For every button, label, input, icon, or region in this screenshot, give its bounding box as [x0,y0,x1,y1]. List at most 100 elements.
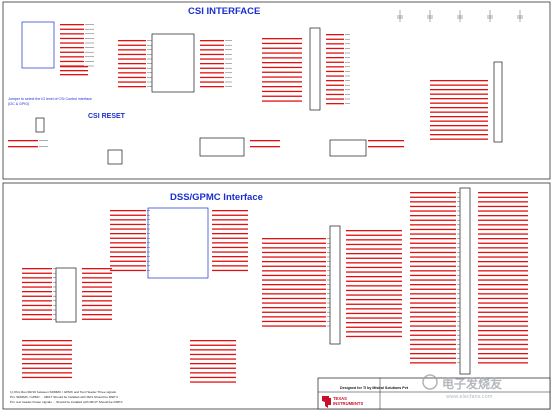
title-block-frame [317,377,551,410]
net-label [262,242,326,244]
net-label [262,247,326,249]
title-block: Designed for TI by Mistral Solutions Pvt… [317,377,551,410]
dss-lcd-connector [329,225,341,345]
net-label [430,93,488,95]
ti-logo-icon [322,396,331,408]
net-label [82,277,112,279]
net-label [22,353,72,356]
net-label [410,270,456,272]
net-label [430,89,488,91]
net-label [410,219,456,221]
net-label [478,353,528,355]
footnote-line1: 1) Ohm Res 0R/1K between SDMMC / GPMC an… [10,390,116,394]
net-label [60,56,84,58]
net-label [262,86,302,88]
net-label [212,228,248,230]
net-label [212,237,248,239]
net-label [326,43,344,45]
csi-regulator-1 [199,137,245,157]
net-label [326,61,344,63]
net-label [346,322,402,324]
net-label [410,215,456,217]
net-label [190,344,236,346]
net-label [410,205,456,208]
net-label [82,272,112,274]
csi-reset-ic [107,149,123,165]
net-label [212,256,248,258]
net-label [410,261,456,263]
net-label [200,76,224,79]
net-label [22,344,72,346]
net-label-group [8,24,528,383]
net-label [82,286,112,288]
net-label [410,330,456,332]
net-label [410,201,456,203]
net-label [478,297,528,300]
net-label [82,291,112,293]
net-label [22,304,52,307]
net-label [326,34,344,36]
net-label [346,299,402,301]
net-label [478,247,528,249]
net-label [110,265,146,267]
net-label [478,279,528,281]
net-label [262,270,326,272]
net-label [200,58,224,60]
net-label [478,274,528,277]
net-label [346,317,402,319]
watermark-url: www.elecfans.com [446,394,493,400]
net-label [410,247,456,249]
jumper-note-line1: Jumper to select the IO level of CSI Con… [8,97,92,101]
net-label [410,251,456,254]
net-label [430,116,488,118]
net-label [22,286,52,288]
net-label [478,242,528,244]
net-label [190,381,236,383]
net-label [478,210,528,212]
net-label [410,297,456,300]
net-label [410,353,456,355]
net-label [82,309,112,311]
net-label [478,205,528,208]
net-label [82,300,112,302]
net-label [110,256,146,258]
net-label [326,66,344,68]
net-label [478,224,528,226]
net-label [200,53,224,56]
net-label [110,246,146,249]
net-label [200,67,224,69]
net-label [82,314,112,316]
net-label [326,98,344,100]
net-label [22,295,52,297]
net-label [410,343,456,346]
dss-expansion-header [459,187,471,375]
net-label [410,302,456,304]
csi-level-shifter-ic [151,33,195,93]
net-label [326,75,344,77]
net-label [326,70,344,73]
net-label [410,233,456,235]
net-label [410,279,456,281]
net-label [478,219,528,221]
net-label [212,233,248,235]
csi-camera-connector [309,27,321,111]
net-label [212,246,248,249]
net-label [22,358,72,360]
net-label [262,307,326,309]
net-label [190,353,236,356]
net-label [190,367,236,369]
net-label [200,63,224,65]
net-label [430,134,488,136]
net-label [118,40,146,42]
net-label [212,214,248,216]
net-label [110,242,146,244]
net-label [478,311,528,313]
net-label [60,37,84,40]
csi-expansion-connector [493,61,503,143]
net-label [190,358,236,360]
net-label [82,268,112,270]
net-label [22,268,52,270]
net-label [262,251,326,254]
net-label [410,288,456,290]
net-label [346,294,402,296]
